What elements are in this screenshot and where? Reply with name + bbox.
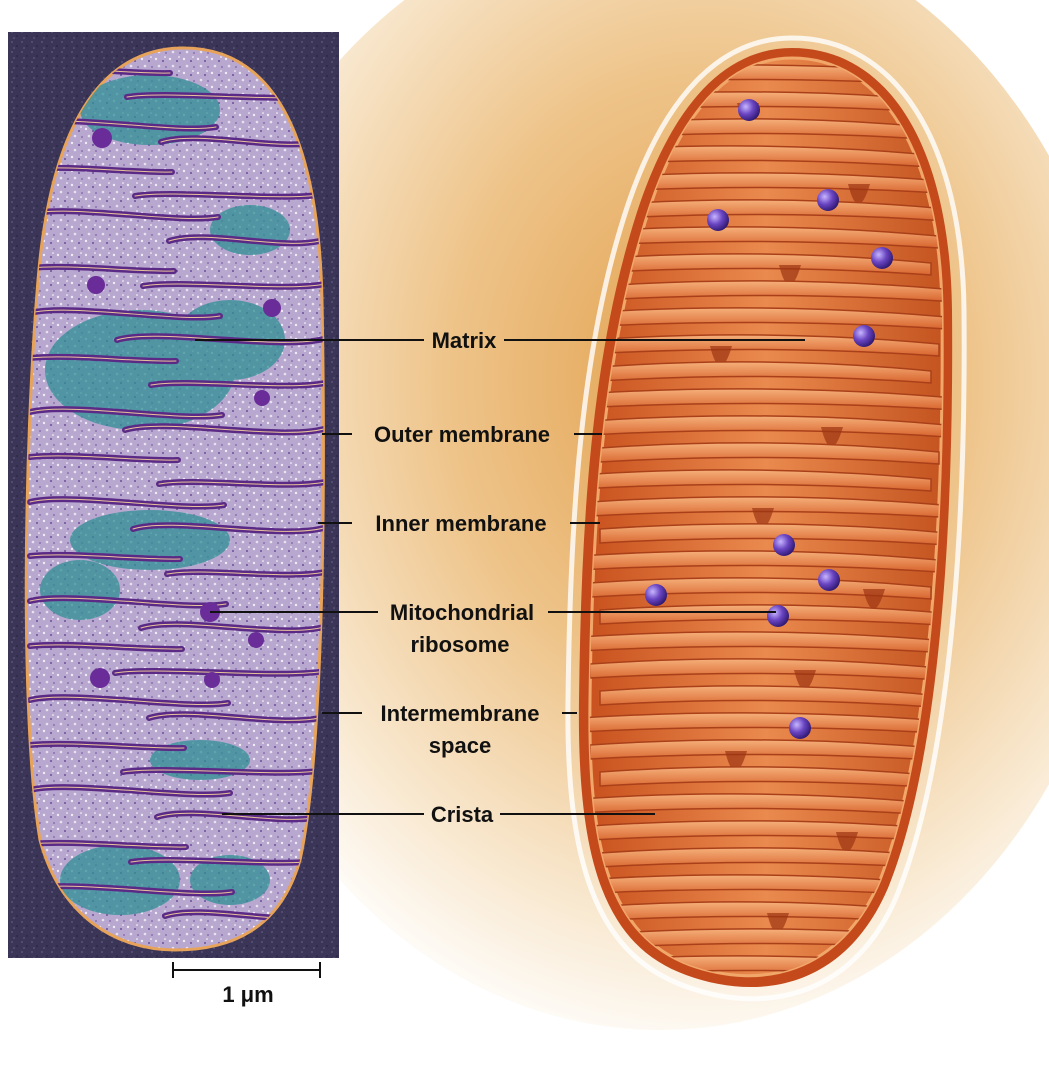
label-inner-membrane: Inner membrane	[375, 511, 546, 536]
model-ribosome	[853, 325, 875, 347]
model-ribosome	[871, 247, 893, 269]
model-ribosome	[789, 717, 811, 739]
scale-bar-label: 1 μm	[222, 982, 273, 1007]
model-ribosome	[767, 605, 789, 627]
label-ribosome-line1: Mitochondrial	[390, 600, 534, 625]
model-ribosome	[738, 99, 760, 121]
model-ribosome	[817, 189, 839, 211]
label-crista: Crista	[431, 802, 494, 827]
model-ribosome	[773, 534, 795, 556]
label-ribosome-line2: ribosome	[410, 632, 509, 657]
label-intermembrane-line1: Intermembrane	[381, 701, 540, 726]
label-matrix: Matrix	[432, 328, 498, 353]
model-ribosome	[707, 209, 729, 231]
label-intermembrane-line2: space	[429, 733, 491, 758]
model-ribosome	[645, 584, 667, 606]
electron-micrograph	[8, 32, 339, 958]
label-outer-membrane: Outer membrane	[374, 422, 550, 447]
model-ribosome	[818, 569, 840, 591]
